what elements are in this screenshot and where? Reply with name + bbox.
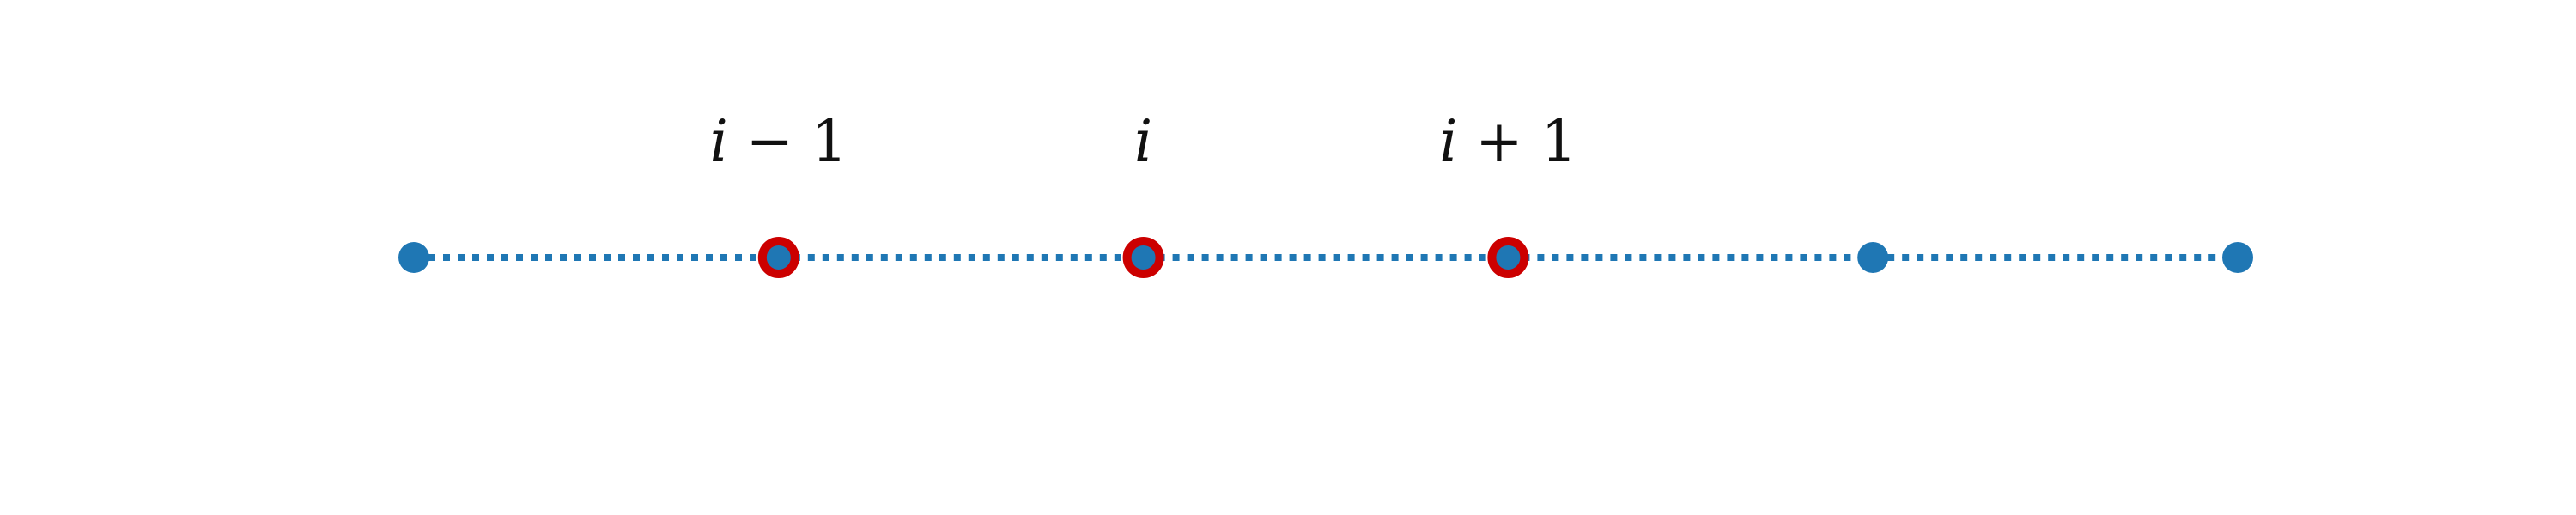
node-label-2: i − 1 bbox=[710, 108, 848, 174]
grid-node-dot bbox=[2222, 242, 2253, 273]
highlighted-node-ring bbox=[757, 237, 799, 278]
grid-node-3 bbox=[1122, 237, 1164, 278]
grid-node-6 bbox=[2222, 242, 2253, 273]
node-label-4: i + 1 bbox=[1439, 108, 1577, 174]
grid-node-dot bbox=[398, 242, 429, 273]
grid-label-layer: i − 1 i i + 1 bbox=[710, 108, 1577, 174]
grid-node-2 bbox=[757, 237, 799, 278]
highlighted-node-ring bbox=[1122, 237, 1164, 278]
grid-node-5 bbox=[1857, 242, 1889, 273]
grid-node-1 bbox=[398, 242, 429, 273]
grid-node-dot bbox=[1857, 242, 1889, 273]
grid-node-4 bbox=[1487, 237, 1529, 278]
grid-node-layer bbox=[398, 237, 2253, 278]
highlighted-node-ring bbox=[1487, 237, 1529, 278]
node-label-3: i bbox=[1134, 108, 1152, 174]
